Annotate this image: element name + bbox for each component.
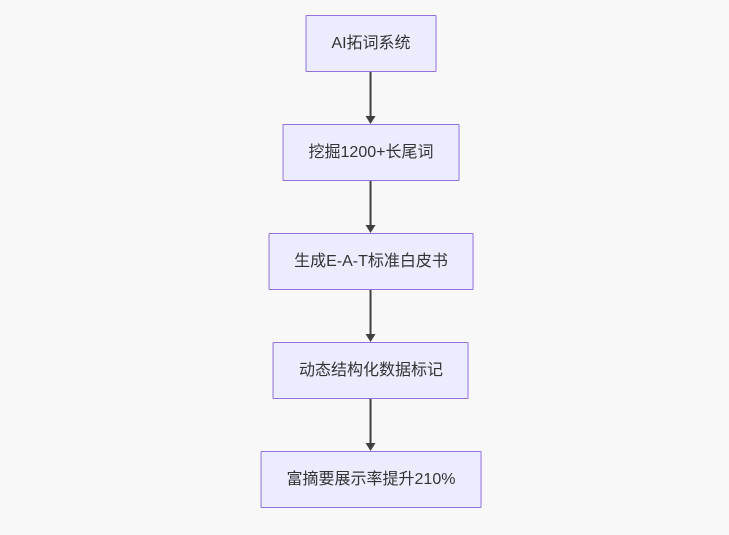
arrow-line	[370, 399, 372, 444]
flow-arrow-3	[365, 290, 377, 342]
flow-node-longtail-mining: 挖掘1200+长尾词	[282, 124, 460, 181]
arrow-head-icon	[366, 334, 376, 342]
flow-node-structured-data: 动态结构化数据标记	[272, 342, 469, 399]
flowchart: AI拓词系统 挖掘1200+长尾词 生成E-A-T标准白皮书 动态结构化数据标记	[260, 15, 482, 508]
node-label: 生成E-A-T标准白皮书	[294, 252, 448, 270]
flow-node-eat-whitepaper: 生成E-A-T标准白皮书	[268, 233, 474, 290]
arrow-head-icon	[366, 225, 376, 233]
node-label: 动态结构化数据标记	[298, 361, 443, 379]
flow-node-ai-expansion-system: AI拓词系统	[305, 15, 437, 72]
arrow-line	[370, 72, 372, 117]
node-label: 富摘要展示率提升210%	[286, 470, 456, 488]
flow-arrow-4	[365, 399, 377, 451]
arrow-line	[370, 181, 372, 226]
node-label: AI拓词系统	[331, 34, 411, 52]
arrow-head-icon	[366, 116, 376, 124]
arrow-head-icon	[366, 443, 376, 451]
flow-arrow-2	[365, 181, 377, 233]
flow-node-rich-snippet-rate: 富摘要展示率提升210%	[260, 451, 482, 508]
node-label: 挖掘1200+长尾词	[308, 143, 434, 161]
arrow-line	[370, 290, 372, 335]
flow-arrow-1	[365, 72, 377, 124]
